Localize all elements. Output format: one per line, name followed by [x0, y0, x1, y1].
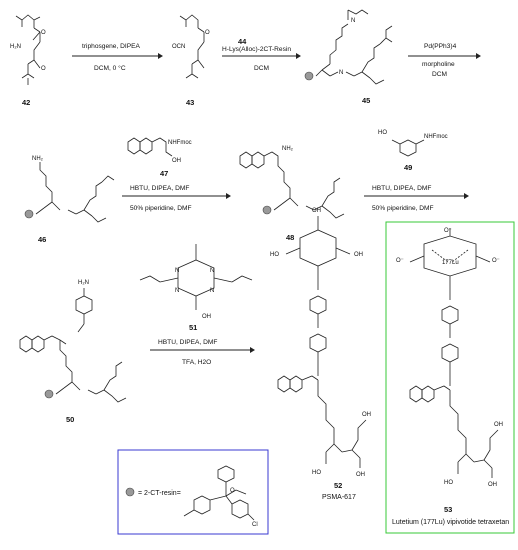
n-label: N — [210, 288, 214, 294]
amine-label: H₂N — [10, 44, 21, 50]
compound-label-43: 43 — [186, 98, 194, 107]
step6-deprotection: TFA, H2O — [182, 359, 211, 366]
compound-label-53: 53 — [444, 505, 452, 514]
oxygen-label: O — [41, 30, 46, 36]
ho-label: HO — [444, 480, 453, 486]
compound-label-47: 47 — [160, 169, 168, 178]
lutetium-label: 177Lu — [442, 260, 459, 266]
nh-label: N — [339, 70, 343, 76]
oh-label: OH — [172, 158, 181, 164]
compound-label-48: 48 — [286, 233, 294, 242]
compound-label-49: 49 — [404, 163, 412, 172]
highlight-box-53 — [385, 221, 515, 534]
resin-legend-text: = 2-CT-resin= — [138, 490, 181, 497]
oh-label: OH — [356, 472, 365, 478]
compound-label-50: 50 — [66, 415, 74, 424]
arrowhead — [296, 53, 301, 59]
compound-label-42: 42 — [22, 98, 30, 107]
oxygen-label: O — [205, 30, 210, 36]
n-label: N — [210, 268, 214, 274]
oh-label: OH — [312, 208, 321, 214]
step4-reagents: HBTU, DIPEA, DMF — [130, 185, 189, 192]
arrowhead — [464, 193, 469, 199]
reagent-47-structure — [127, 137, 173, 157]
n-label: N — [175, 268, 179, 274]
compound-48-structure — [239, 151, 345, 219]
step4-deprotection: 50% piperidine, DMF — [130, 205, 192, 212]
compound-name-53: Lutetium (177Lu) vipivotide tetraxetan — [392, 519, 509, 526]
resin-bead-icon — [24, 209, 34, 219]
amine-label: H₂N — [78, 280, 89, 286]
compound-label-46: 46 — [38, 235, 46, 244]
step3-reagents: Pd(PPh3)4 — [424, 43, 457, 50]
oh-label: OH — [362, 412, 371, 418]
compound-name-52: PSMA-617 — [322, 494, 356, 501]
ho-label: HO — [270, 252, 279, 258]
oh-label: OH — [494, 422, 503, 428]
step6-reagents: HBTU, DIPEA, DMF — [158, 339, 217, 346]
compound-label-44: 44 — [238, 37, 247, 46]
step2-reagents: H-Lys(Alloc)-2CT-Resin — [222, 46, 291, 53]
resin-bead-icon — [125, 487, 135, 497]
ho-label: HO — [378, 130, 387, 136]
oh-label: OH — [202, 314, 211, 320]
nh-label: N — [351, 18, 355, 24]
oxygen-label: O — [41, 66, 46, 72]
compound-label-51: 51 — [189, 323, 197, 332]
carboxylate-label: O⁻ — [444, 228, 452, 234]
chloro-label: Cl — [252, 522, 258, 528]
step1-reagents: triphosgene, DIPEA — [82, 43, 141, 50]
compound-46-structure — [35, 162, 115, 223]
step5-deprotection: 50% piperidine, DMF — [372, 205, 434, 212]
nhfmoc-label: NHFmoc — [424, 134, 448, 140]
arrowhead — [250, 347, 255, 353]
compound-53-structure — [409, 228, 499, 478]
compound-52-structure — [277, 216, 367, 468]
step3-base: morpholine — [422, 61, 455, 68]
reagent-49-structure — [391, 139, 425, 157]
oh-label: OH — [354, 252, 363, 258]
amine-label: NH₂ — [282, 146, 294, 152]
trityl-resin-structure — [183, 465, 255, 521]
step5-reagents: HBTU, DIPEA, DMF — [372, 185, 431, 192]
resin-bead-icon — [262, 205, 272, 215]
oh-label: OH — [488, 482, 497, 488]
isocyanate-label: OCN — [172, 44, 185, 50]
reagent-51-structure — [139, 244, 253, 310]
compound-label-52: 52 — [334, 481, 342, 490]
nhfmoc-label: NHFmoc — [168, 140, 192, 146]
resin-bead-icon — [44, 389, 54, 399]
compound-42-structure — [15, 14, 41, 85]
amine-label: NH₂ — [32, 156, 44, 162]
step1-conditions: DCM, 0 °C — [94, 64, 126, 72]
arrowhead — [476, 53, 481, 59]
compound-45-structure — [315, 9, 393, 85]
ho-label: HO — [312, 470, 321, 476]
arrowhead — [226, 193, 231, 199]
compound-label-45: 45 — [362, 96, 370, 105]
step2-conditions: DCM — [254, 65, 269, 72]
oxygen-label: O — [230, 488, 235, 494]
resin-bead-icon — [304, 71, 314, 81]
compound-50-structure — [19, 288, 127, 403]
step3-solvent: DCM — [432, 71, 447, 78]
carboxylate-label: O⁻ — [492, 258, 500, 264]
resin-legend-box — [117, 449, 269, 535]
compound-43-structure — [179, 14, 205, 79]
n-label: N — [175, 288, 179, 294]
arrowhead — [158, 53, 163, 59]
carboxylate-label: O⁻ — [396, 258, 404, 264]
